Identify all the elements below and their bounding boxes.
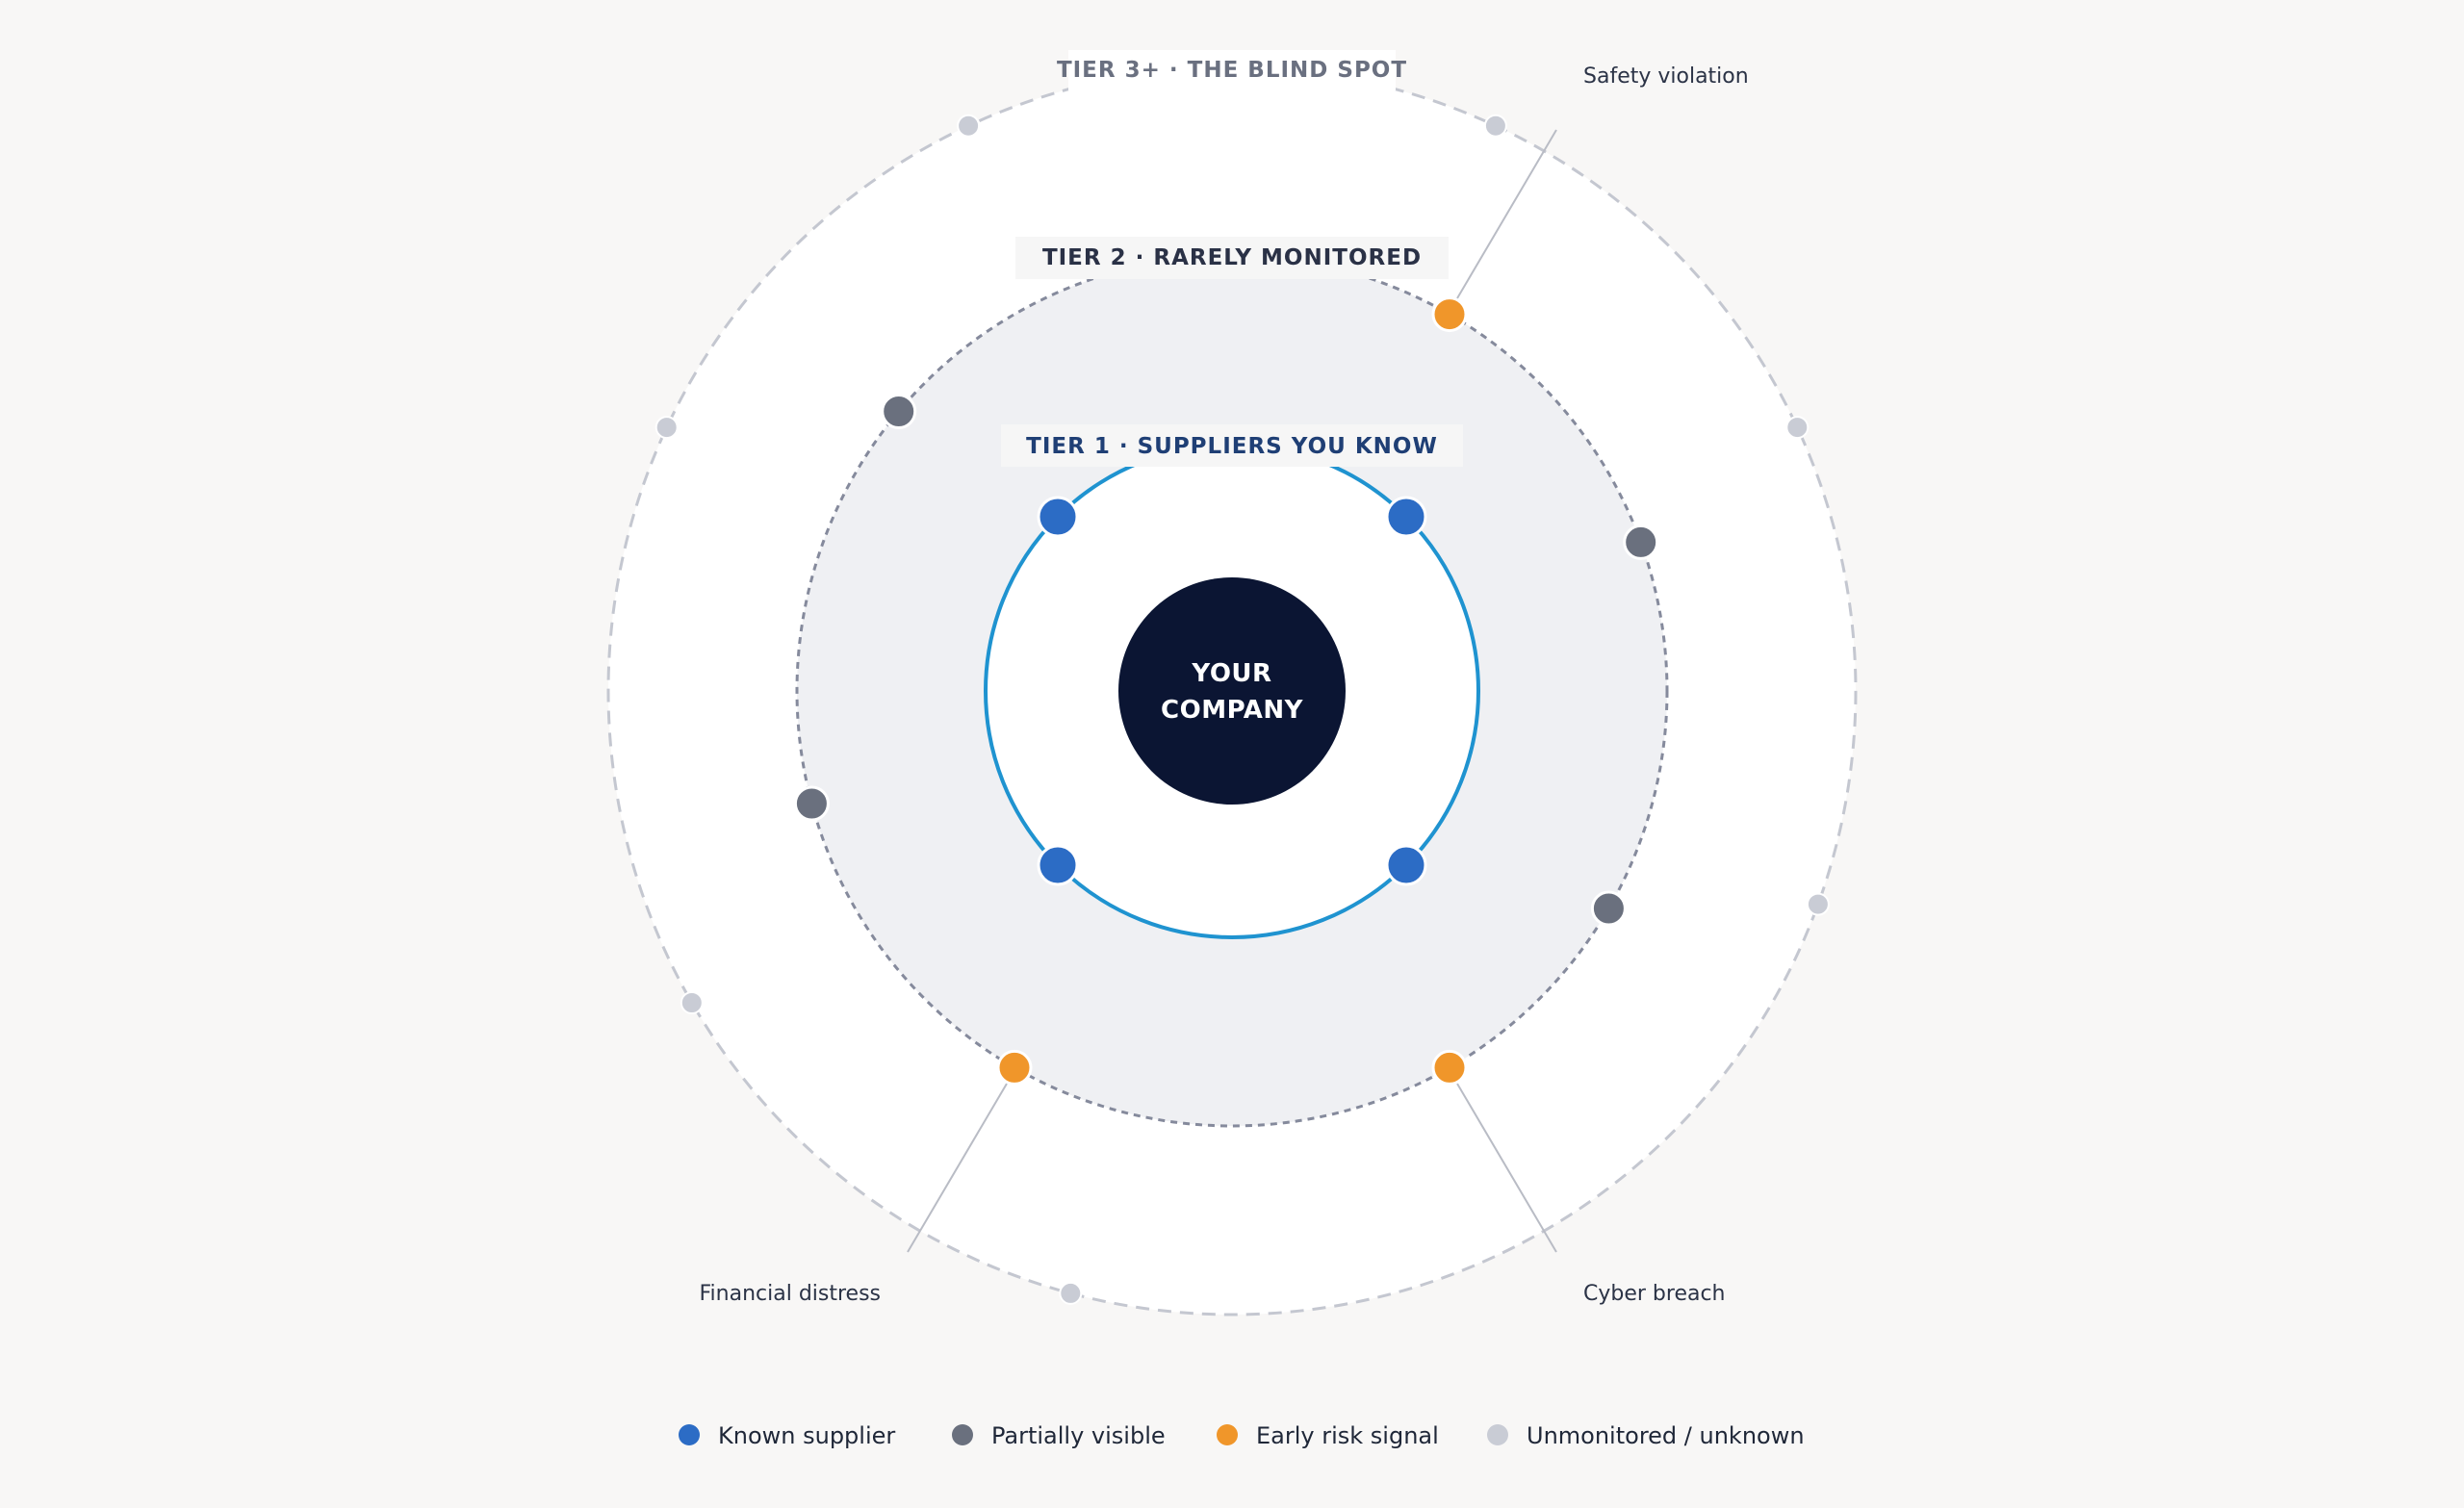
tier3-node-unknown-4 <box>680 991 704 1014</box>
callout-cyber-breach: Cyber breach <box>1583 1282 1726 1306</box>
legend-label-risk: Early risk signal <box>1256 1422 1439 1449</box>
legend-label-unknown: Unmonitored / unknown <box>1527 1422 1805 1449</box>
callout-financial-distress: Financial distress <box>699 1282 881 1306</box>
tier2-label-plate <box>1015 237 1449 279</box>
company-label-line1: YOUR <box>1191 659 1271 688</box>
legend-dot-partial <box>952 1424 973 1445</box>
leader-line-safety <box>1447 129 1557 316</box>
tier2-node-risk-safety-0 <box>1431 296 1468 333</box>
legend-item-partial: Partially visible <box>952 1422 1166 1449</box>
tier1-node-known-1 <box>1385 496 1427 538</box>
tier3-node-unknown-6 <box>957 114 981 138</box>
tier2-node-risk-cyber-3 <box>1431 1049 1468 1086</box>
legend-item-known: Known supplier <box>679 1422 895 1449</box>
legend-label-partial: Partially visible <box>991 1422 1166 1449</box>
tier3-node-unknown-1 <box>1785 416 1810 440</box>
supplier-nodes <box>654 114 1830 1305</box>
tier1-node-known-3 <box>1037 844 1079 886</box>
tier1-node-known-2 <box>1385 844 1427 886</box>
leader-line-financial <box>907 1066 1017 1253</box>
leader-line-cyber <box>1447 1066 1557 1253</box>
callout-leader-lines <box>907 129 1557 1253</box>
legend-label-known: Known supplier <box>718 1422 895 1449</box>
legend-dot-risk <box>1217 1424 1238 1445</box>
tier3-node-unknown-5 <box>654 416 679 440</box>
company-label-line2: COMPANY <box>1161 696 1304 725</box>
legend-item-unknown: Unmonitored / unknown <box>1487 1422 1805 1449</box>
legend-dot-known <box>679 1424 700 1445</box>
tier3-label: TIER 3+ · THE BLIND SPOT <box>1057 58 1407 83</box>
tier2-node-partial-5 <box>793 785 830 822</box>
tier1-node-known-0 <box>1037 496 1079 538</box>
tier3-label-plate <box>1068 50 1396 90</box>
tier3-node-unknown-0 <box>1483 114 1507 138</box>
tier1-label-plate <box>1001 424 1463 467</box>
tier1-label: TIER 1 · SUPPLIERS YOU KNOW <box>1026 434 1438 459</box>
legend-item-risk: Early risk signal <box>1217 1422 1439 1449</box>
tier2-node-partial-1 <box>1623 524 1659 560</box>
tier3-node-unknown-3 <box>1059 1281 1083 1305</box>
callout-safety-violation: Safety violation <box>1583 64 1749 89</box>
tier2-node-risk-financial-4 <box>996 1049 1033 1086</box>
tier2-label: TIER 2 · RARELY MONITORED <box>1042 245 1422 270</box>
legend-dot-unknown <box>1487 1424 1508 1445</box>
company-center-disc <box>1118 577 1346 805</box>
legend: Known supplier Partially visible Early r… <box>679 1422 1805 1449</box>
tier3-node-unknown-2 <box>1806 892 1830 916</box>
tier2-node-partial-6 <box>881 394 917 429</box>
tier2-node-partial-2 <box>1590 890 1627 927</box>
